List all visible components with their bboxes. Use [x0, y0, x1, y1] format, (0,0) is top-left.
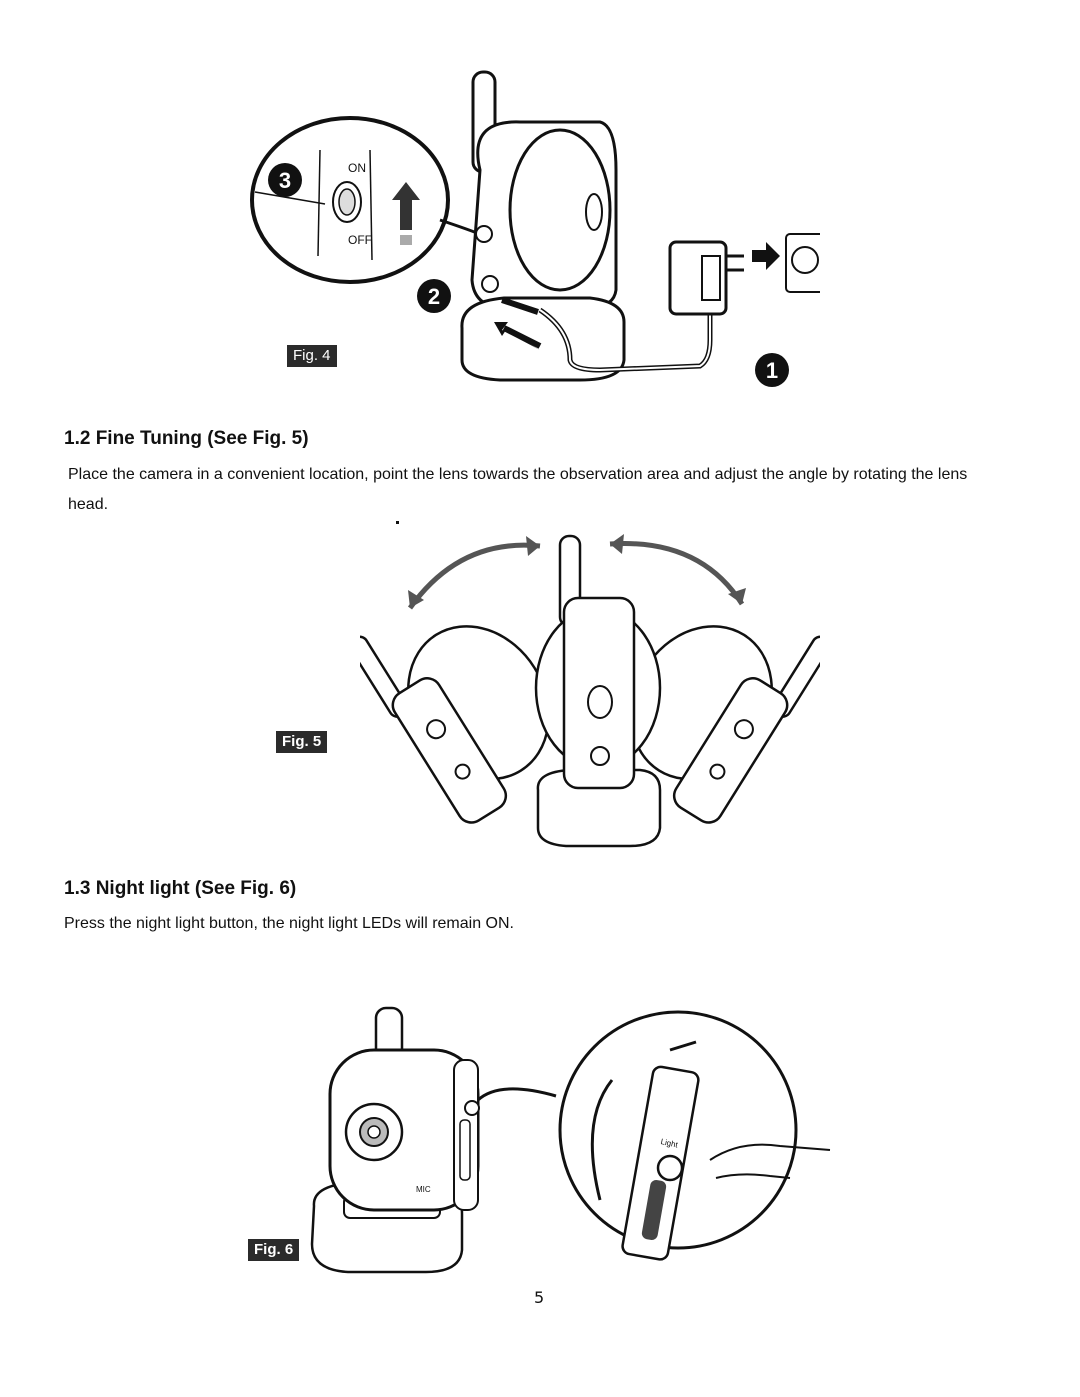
page-number: 5 — [534, 1288, 545, 1307]
switch-zoom-callout — [250, 116, 483, 284]
camera-drawing — [460, 70, 626, 382]
step-2-badge — [417, 279, 451, 313]
fig4-illustration: ON OFF 3 2 1 — [250, 70, 820, 387]
svg-text:2: 2 — [428, 284, 440, 309]
power-adapter — [668, 240, 780, 316]
switch-off-label: OFF — [348, 233, 372, 247]
fig6-label: Fig. 6 — [248, 1239, 300, 1261]
svg-text:1: 1 — [766, 358, 778, 383]
insert-arrow-icon — [494, 322, 540, 350]
light-button-icon — [656, 1154, 684, 1182]
section-heading-night-light: 1.3 Night light (See Fig. 6) — [64, 878, 297, 899]
rotate-left-arrow-icon — [407, 542, 541, 610]
rotate-right-arrow-icon — [609, 541, 745, 606]
hand-drawing — [709, 1143, 831, 1179]
switch-on-label: ON — [348, 161, 366, 175]
wall-outlet — [785, 233, 820, 293]
stray-dot — [396, 521, 399, 524]
fig5-label: Fig. 5 — [276, 731, 328, 753]
step-3-badge — [268, 163, 302, 197]
mic-label: MIC — [416, 1185, 431, 1194]
up-arrow-icon — [392, 182, 420, 230]
svg-text:3: 3 — [279, 168, 291, 193]
section-heading-fine-tuning: 1.2 Fine Tuning (See Fig. 5) — [64, 428, 309, 449]
right-arrow-icon — [752, 242, 780, 270]
section-body-night-light: Press the night light button, the night … — [64, 915, 514, 932]
step-1-badge — [755, 353, 789, 387]
fig5-illustration — [360, 534, 820, 848]
section-body-fine-tuning: Place the camera in a convenient locatio… — [68, 466, 968, 513]
fig4-label: Fig. 4 — [287, 345, 337, 367]
light-button-label: Light — [660, 1137, 680, 1150]
fig6-illustration: MIC Light — [310, 1006, 831, 1274]
